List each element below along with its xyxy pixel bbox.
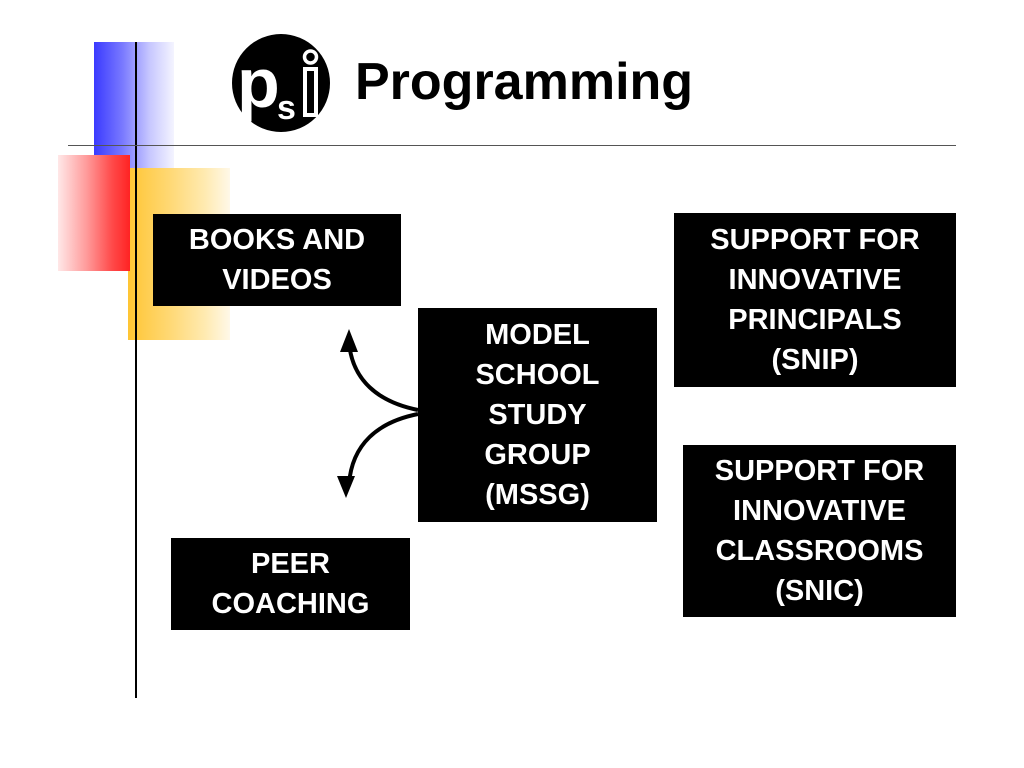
box-support-innovative-principals: SUPPORT FOR INNOVATIVE PRINCIPALS (SNIP) [674,213,956,387]
box-line: (MSSG) [485,479,590,511]
box-line: (SNIP) [771,344,859,376]
arrow-to-peer [347,412,419,485]
horizontal-rule [68,145,956,146]
arrow-head-up [340,329,358,352]
box-line: MODEL [485,319,590,351]
box-line: (SNIC) [775,575,864,607]
box-line: VIDEOS [222,264,332,296]
box-line: BOOKS AND [188,224,366,256]
psi-logo: p s i [232,34,330,132]
arrow-head-down [337,476,355,498]
box-line: INNOVATIVE [728,264,902,296]
logo-letter-i-dot [302,49,319,65]
arrow-to-books [347,341,419,412]
box-line: SCHOOL [475,359,600,391]
logo-letter-i-stem [303,67,318,117]
box-books-and-videos: BOOKS AND VIDEOS [153,214,401,306]
box-line: SUPPORT FOR [710,224,920,256]
logo-letter-p: p [237,44,280,122]
box-line: GROUP [484,439,591,471]
box-line: INNOVATIVE [733,495,906,527]
logo-letter-s: s [277,89,296,127]
box-model-school-study-group: MODEL SCHOOL STUDY GROUP (MSSG) [418,308,657,522]
box-peer-coaching: PEER COACHING [171,538,410,630]
box-line: STUDY [488,399,587,431]
box-line: SUPPORT FOR [714,455,925,487]
box-line: COACHING [211,588,370,620]
box-line: CLASSROOMS [715,535,924,567]
box-support-innovative-classrooms: SUPPORT FOR INNOVATIVE CLASSROOMS (SNIC) [683,445,956,617]
box-line: PRINCIPALS [728,304,902,336]
box-line: PEER [251,548,330,580]
vertical-rule [135,42,137,698]
decor-blue-square [94,42,174,172]
slide-title: Programming [355,53,694,111]
decor-red-square [58,155,130,271]
